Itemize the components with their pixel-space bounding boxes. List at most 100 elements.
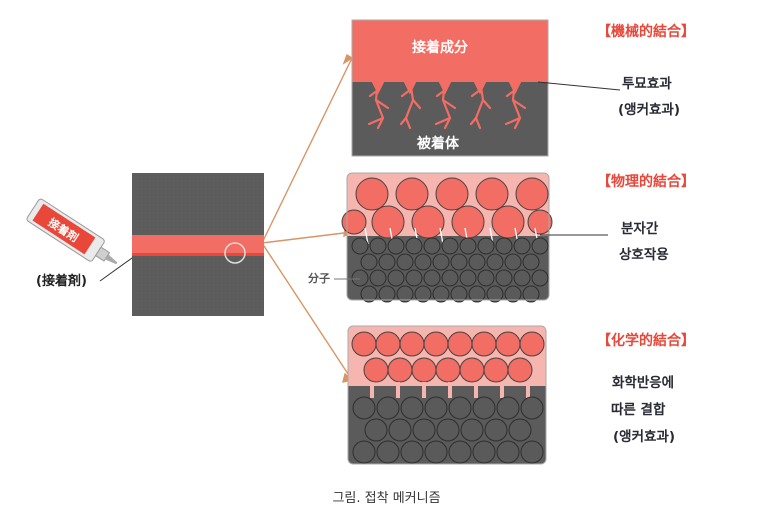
adhesive-molecule <box>483 357 509 383</box>
attraction-line <box>439 227 444 245</box>
attraction-line <box>364 227 369 245</box>
adherend-molecule <box>400 396 424 420</box>
magnify-circle <box>224 242 246 264</box>
adhesive-molecule <box>515 177 549 211</box>
adhesive-molecule <box>371 205 405 239</box>
adherend-molecule <box>369 269 387 287</box>
adherend-molecule <box>376 440 400 464</box>
adherend-molecule <box>405 269 423 287</box>
adherend-molecule <box>495 269 513 287</box>
anchor-root-base <box>507 78 523 95</box>
adhesive-molecule <box>399 331 425 357</box>
adherend-molecule <box>387 269 405 287</box>
anchor-root <box>399 78 422 130</box>
adherend-label: 被着体 <box>417 135 460 152</box>
adherend-molecule <box>378 285 396 303</box>
adherend-molecule <box>405 237 423 255</box>
adherend-molecule <box>352 440 376 464</box>
adherend-molecule <box>450 285 468 303</box>
adhesive-molecule <box>491 205 525 239</box>
adherend-molecule <box>412 418 436 442</box>
adherend-molecule <box>495 237 513 255</box>
anchor-root-base <box>472 78 488 95</box>
adherend-molecule <box>450 253 468 271</box>
adherend-molecule <box>504 253 522 271</box>
adherend-molecule <box>364 418 388 442</box>
adhesive-molecule <box>411 357 437 383</box>
adherend-molecule <box>520 440 544 464</box>
anchor-root <box>434 78 457 130</box>
adhesive-molecule <box>475 177 509 211</box>
adherend-molecule <box>441 237 459 255</box>
adhesive-label: (接着剤) <box>36 273 87 289</box>
adherend-molecule <box>468 253 486 271</box>
panel-physical <box>341 172 553 303</box>
adherend-molecule <box>477 237 495 255</box>
adherend-molecule <box>400 440 424 464</box>
chemical-desc-line-2: 따른 결합 <box>611 401 666 418</box>
adherend-molecule <box>504 285 522 303</box>
adherend-molecule <box>531 269 549 287</box>
adherend-molecule <box>424 440 448 464</box>
adherend-molecule <box>522 253 540 271</box>
adherend-molecule <box>468 285 486 303</box>
adherend-molecule <box>513 237 531 255</box>
adherend-molecule <box>448 396 472 420</box>
adherend-molecule <box>423 269 441 287</box>
chemical-desc-line-1: 화학반응에 <box>612 374 674 391</box>
adherend-molecule <box>486 285 504 303</box>
adherend-molecule <box>496 396 520 420</box>
adhesive-molecule <box>395 177 429 211</box>
adherend-molecule <box>486 253 504 271</box>
adhesive-molecule <box>471 331 497 357</box>
bonded-block <box>132 173 264 316</box>
adherend-molecule <box>376 396 400 420</box>
adherend-molecule <box>396 253 414 271</box>
adhesive-molecule <box>447 331 473 357</box>
mechanical-title: 【機械的結合】 <box>597 23 695 40</box>
chemical-bond <box>526 382 530 398</box>
physical-molecules <box>341 177 553 303</box>
adherend-molecule <box>531 237 549 255</box>
mechanical-desc-line-1: 투묘효과 <box>622 76 672 92</box>
figure-caption: 그림. 접착 메커니즘 <box>332 491 441 506</box>
anchor-root <box>504 78 527 130</box>
adhesive-molecule <box>495 331 521 357</box>
adherend-molecule <box>508 418 532 442</box>
molecule-label: 分子 <box>308 271 330 285</box>
anchor-root-base <box>370 78 386 95</box>
chemical-bond <box>448 382 452 398</box>
adherend-molecule <box>388 418 412 442</box>
adherend-molecule <box>472 396 496 420</box>
adherend-molecule <box>352 396 376 420</box>
adherend-molecule <box>387 237 405 255</box>
adherend-molecule <box>459 237 477 255</box>
mechanical-leader <box>537 81 621 91</box>
mechanical-desc-line-2: (앵커효과) <box>618 101 680 118</box>
adhesive-molecule <box>387 357 413 383</box>
adhesive-molecule <box>351 331 377 357</box>
adhesive-molecule <box>355 177 389 211</box>
adherend-molecule <box>378 253 396 271</box>
adherend-molecule <box>472 440 496 464</box>
adherend-molecule <box>369 237 387 255</box>
adherend-molecule <box>448 440 472 464</box>
adherend-molecule <box>522 285 540 303</box>
adherend-molecule <box>396 285 414 303</box>
connector-lines <box>261 53 354 383</box>
anchor-root-base <box>402 78 418 95</box>
panel-mechanical: 接着成分 被着体 <box>351 19 549 157</box>
adhesive-molecule <box>527 209 553 235</box>
adherend-molecule <box>360 285 378 303</box>
chemical-bond <box>370 382 374 398</box>
adherend-molecule <box>441 269 459 287</box>
adherend-molecule <box>351 269 369 287</box>
physical-desc-line-2: 상호작용 <box>619 246 669 263</box>
adhesive-molecule <box>423 331 449 357</box>
adherend-molecule <box>460 418 484 442</box>
adherend-molecule <box>360 253 378 271</box>
adherend-molecule <box>414 285 432 303</box>
chemical-bond <box>500 382 504 398</box>
adherend-molecule <box>513 269 531 287</box>
adhesive-molecule <box>519 331 545 357</box>
